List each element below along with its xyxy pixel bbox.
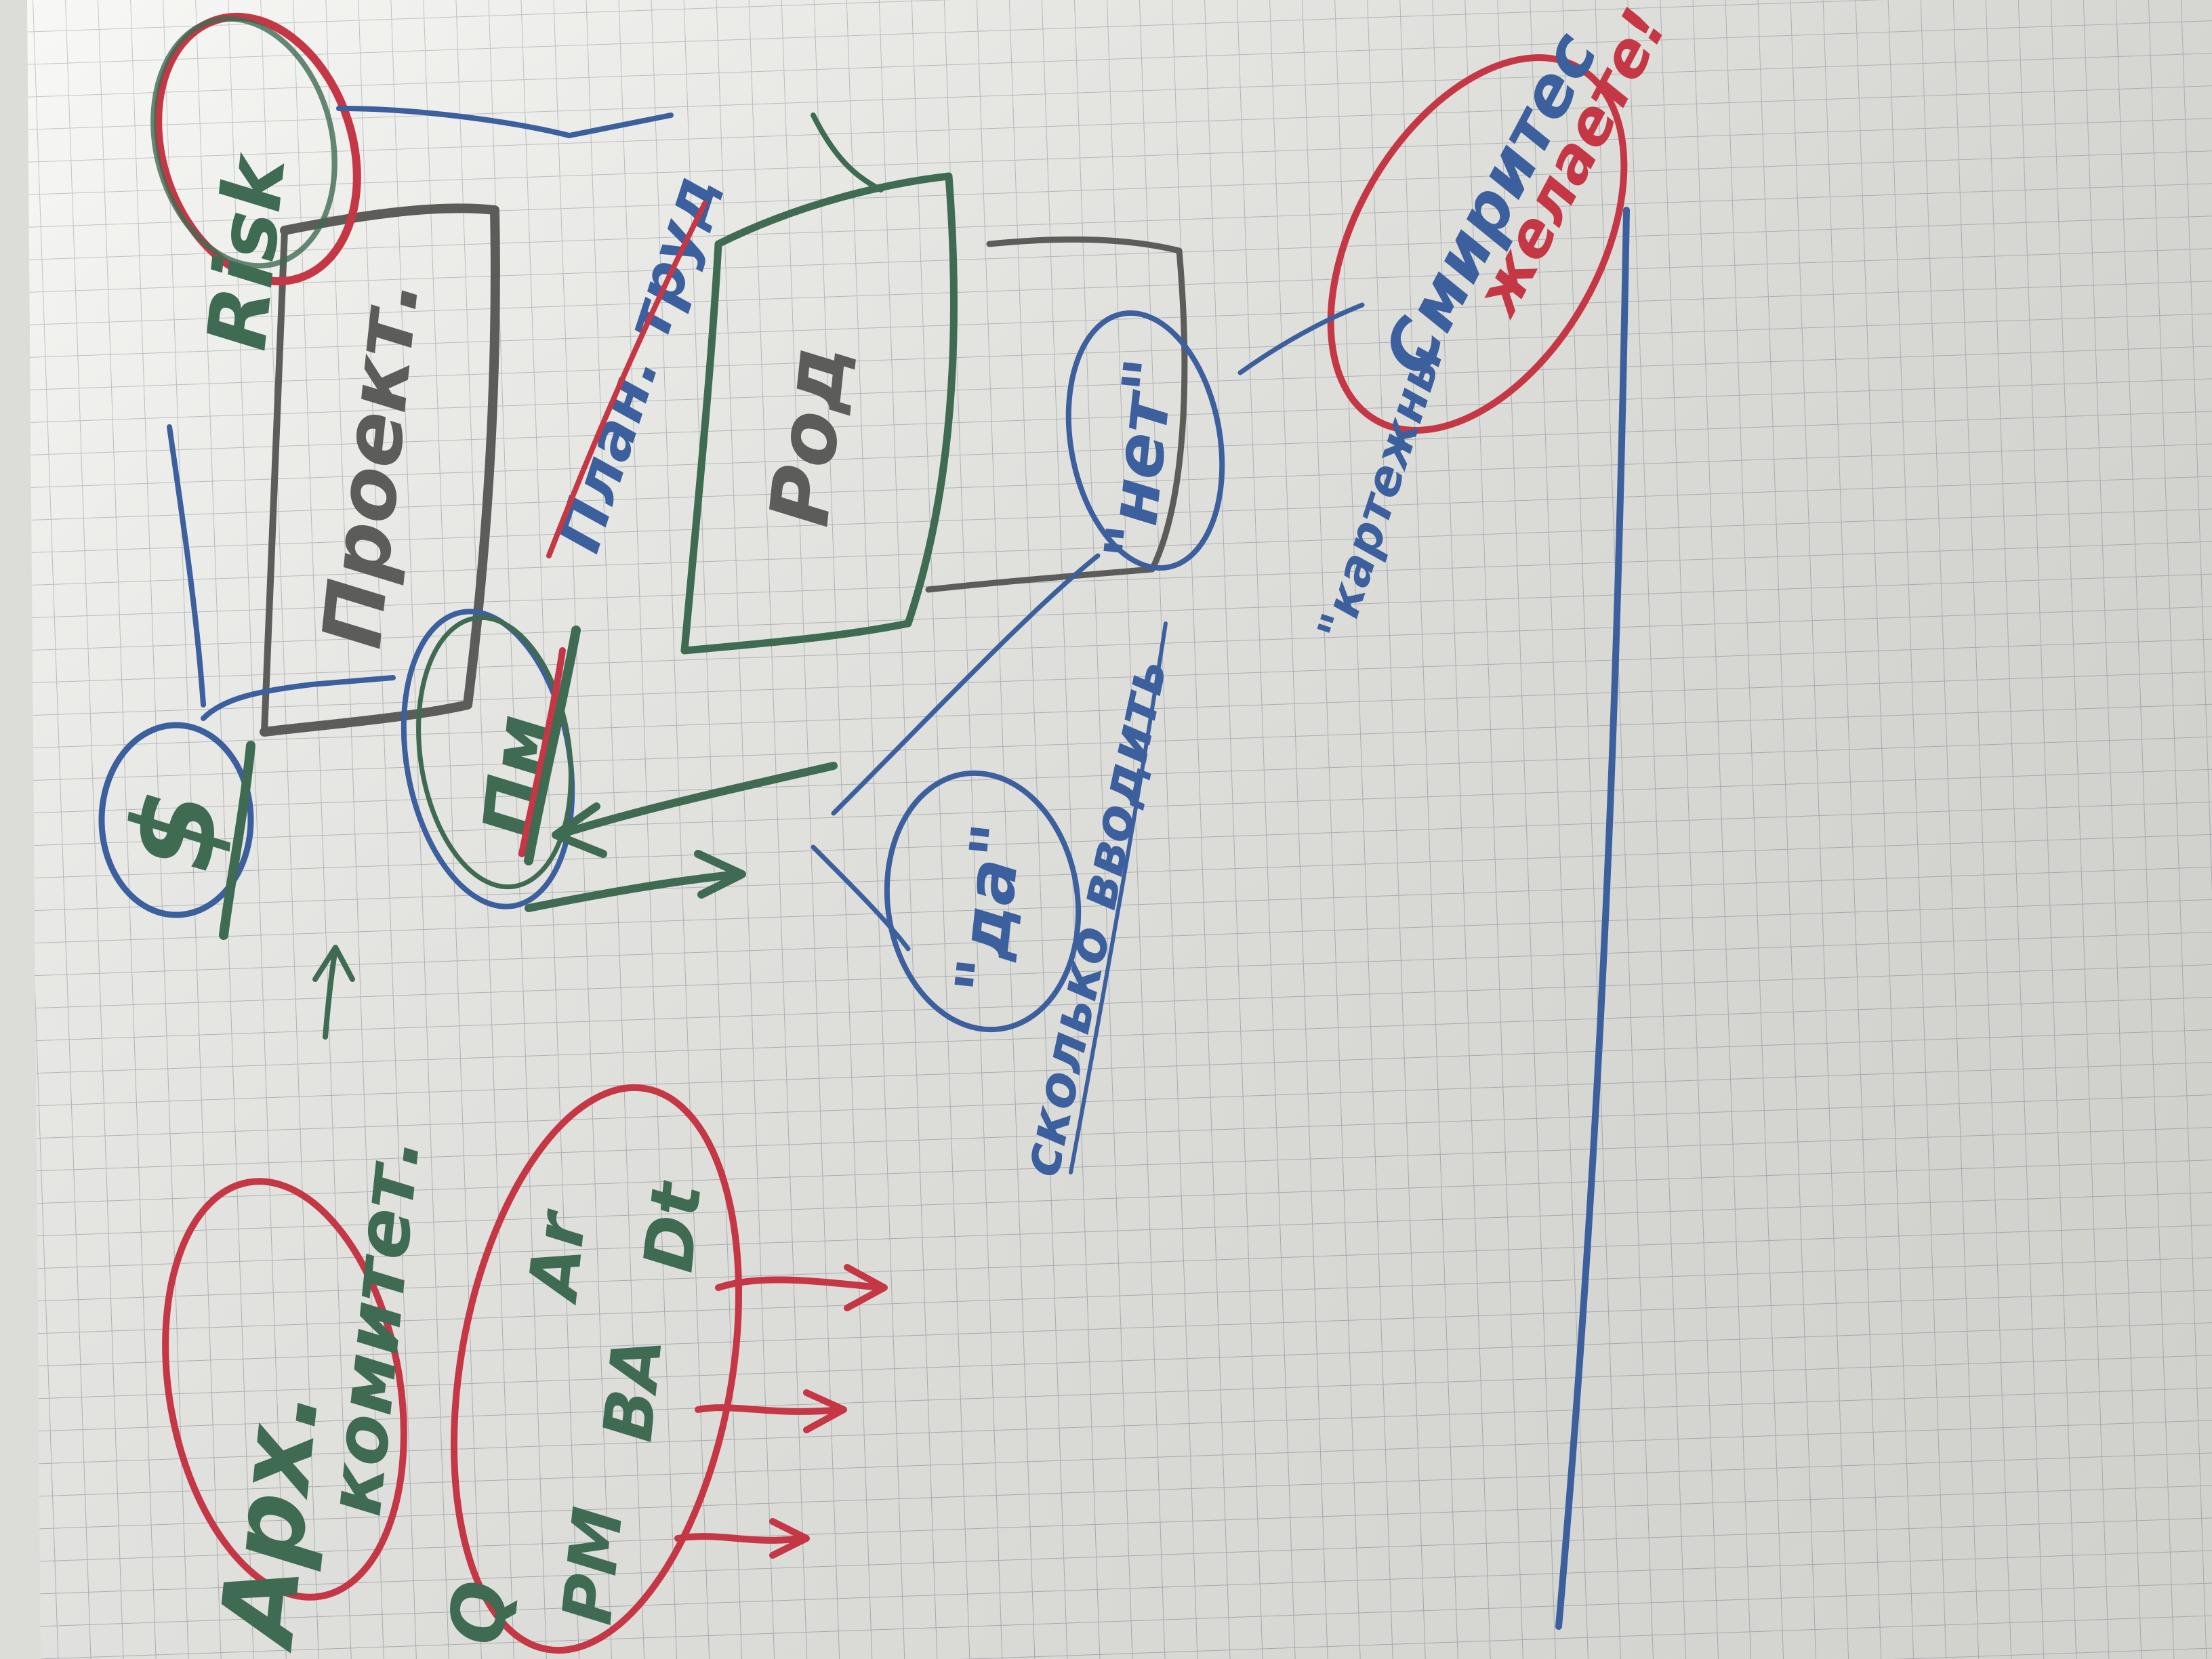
dollar-label: $ <box>104 783 246 877</box>
ar-label: Ar <box>513 1206 602 1308</box>
green-arrow-from-pm <box>525 850 746 912</box>
blue-line-da-rod <box>811 844 911 951</box>
green-arrow-to-pm <box>552 762 838 858</box>
team-circle-red <box>450 1084 743 1654</box>
blue-line-risk-project <box>336 106 674 138</box>
project-box-outline <box>260 203 500 737</box>
blue-divider-line <box>1555 207 1630 1630</box>
plan-trud-underline <box>546 201 708 558</box>
red-arrow-1 <box>715 1264 888 1311</box>
arch-label: Арх. <box>198 1382 343 1656</box>
pm-circle-green <box>416 615 573 890</box>
arch-circle-red <box>162 1178 407 1601</box>
blue-line-left <box>167 424 206 708</box>
pm-label: PM <box>548 1503 638 1628</box>
blue-line-nut-smirites <box>1237 302 1365 375</box>
da-label: "да" <box>941 819 1038 998</box>
small-arrow <box>312 945 355 1040</box>
blue-line-dollar-project <box>201 675 396 721</box>
rod-box <box>680 172 958 655</box>
paper-left-edge <box>0 0 41 1659</box>
dollar-bar <box>219 741 255 940</box>
dollar-circle <box>98 722 254 918</box>
dt-label: Dt <box>629 1177 717 1276</box>
da-circle <box>884 770 1082 1033</box>
smirites-circle <box>1327 54 1628 434</box>
red-arrow-2 <box>695 1389 847 1433</box>
q-label: Q <box>433 1576 526 1648</box>
rod-brace <box>811 112 884 192</box>
pm-red-bar <box>518 647 566 857</box>
vvoditsya-underline <box>1069 621 1168 1174</box>
red-arrow-3 <box>674 1518 810 1559</box>
ba-label: BA <box>588 1333 678 1445</box>
nut-circle <box>1065 310 1225 571</box>
blue-line-nut-rod <box>831 553 1101 816</box>
rod-label: Род <box>753 341 865 531</box>
risk-label: Risk <box>190 148 305 354</box>
project-box-left-edge <box>261 227 288 735</box>
pm-dark-bar <box>524 626 581 865</box>
risk-circle-green <box>150 16 337 269</box>
rod-back-box <box>925 236 1188 593</box>
